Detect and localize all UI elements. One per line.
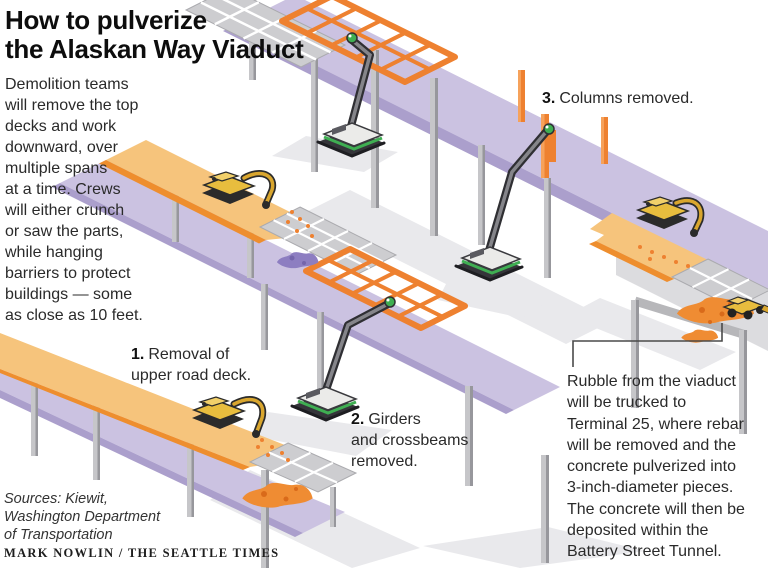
step-2-label: 2.Girders and crossbeams removed. <box>351 409 468 472</box>
upper-deck-front <box>0 333 290 470</box>
step-3-label: 3.Columns removed. <box>542 88 694 109</box>
dump-truck-icon <box>722 296 768 320</box>
step-1-number: 1. <box>131 346 145 363</box>
step-2-text: Girders and crossbeams removed. <box>351 411 469 470</box>
upper-deck-middle <box>99 140 306 244</box>
lower-deck-middle <box>52 160 560 414</box>
crunching-excavator-right-icon <box>635 196 705 237</box>
step-3-text: Columns removed. <box>559 90 694 107</box>
byline-credit: MARK NOWLIN / THE SEATTLE TIMES <box>4 546 280 560</box>
step-1-text: Removal of upper road deck. <box>131 346 252 384</box>
support-columns-middle <box>172 168 549 563</box>
support-columns-front <box>31 378 336 568</box>
orange-column-stubs <box>518 70 608 178</box>
girder-grid-front <box>248 442 358 493</box>
leader-line <box>572 323 723 367</box>
rubble-pile-front-icon <box>242 482 313 508</box>
upper-deck-right <box>589 213 710 282</box>
rubble-note: Rubble from the viaduct will be trucked … <box>567 373 745 561</box>
demolition-excavator-middle-icon <box>290 296 396 422</box>
step-3-number: 3. <box>542 90 556 107</box>
chew-crumbs-middle <box>286 210 314 238</box>
page-title: How to pulverize the Alaskan Way Viaduct <box>5 5 304 65</box>
purple-rubble-pile-icon <box>276 252 319 269</box>
rubble-pile-icon <box>676 297 754 343</box>
support-columns-back <box>249 26 551 278</box>
chew-crumbs-right <box>638 245 690 268</box>
step-1-label: 1.Removal of upper road deck. <box>131 344 251 386</box>
chew-crumbs-front <box>256 438 290 462</box>
step-2-number: 2. <box>351 411 365 428</box>
sources-text: Sources: Kiewit, Washington Department o… <box>4 491 161 543</box>
demolition-excavator-top-icon <box>316 32 386 158</box>
girder-grid-top <box>184 0 347 68</box>
intro-text: Demolition teams will remove the top dec… <box>5 76 143 324</box>
orange-girder-grid <box>303 246 468 331</box>
crunching-excavator-front-icon <box>191 396 267 438</box>
crunching-excavator-middle-icon <box>201 170 277 209</box>
demolition-excavator-right-icon <box>454 123 555 282</box>
